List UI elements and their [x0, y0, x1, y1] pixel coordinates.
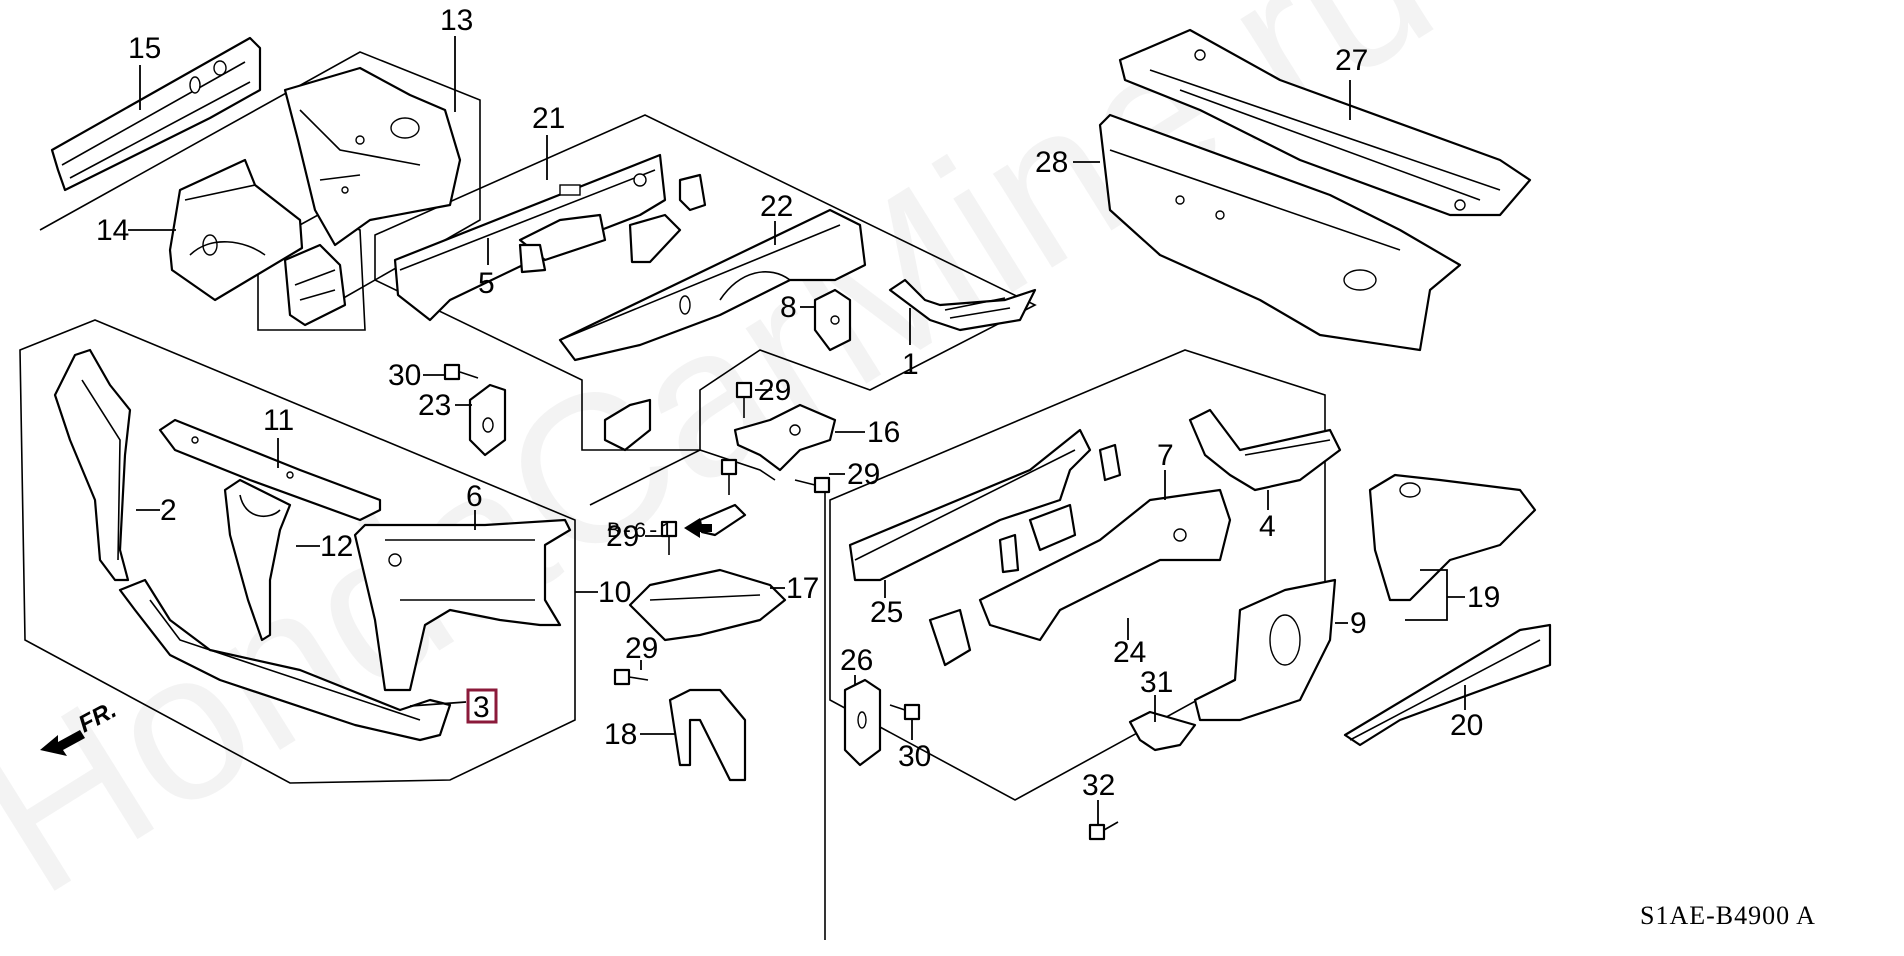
callout-29-upper[interactable]: 29: [758, 374, 791, 407]
front-direction-arrow-icon: [40, 730, 85, 756]
part-20-lower-rail[interactable]: [1343, 623, 1552, 747]
part-11-upper-crossmember[interactable]: [158, 418, 382, 522]
part-29-bolt-lower[interactable]: [613, 668, 649, 686]
drawing-code: S1AE-B4900 A: [1640, 901, 1816, 930]
callout-14[interactable]: 14: [96, 214, 129, 247]
callout-25[interactable]: 25: [870, 596, 903, 629]
callout-30-lower[interactable]: 30: [898, 740, 931, 773]
callout-3[interactable]: 3: [473, 691, 490, 724]
part-19-rear-extension[interactable]: [1368, 473, 1537, 602]
callout-18[interactable]: 18: [604, 718, 637, 751]
callout-15[interactable]: 15: [128, 32, 161, 65]
callout-26[interactable]: 26: [840, 644, 873, 677]
part-27-dashboard-upper[interactable]: [1118, 28, 1532, 217]
part-2-side-frame[interactable]: [53, 348, 132, 582]
callout-7[interactable]: 7: [1157, 439, 1174, 472]
callout-19[interactable]: 19: [1467, 581, 1500, 614]
part-31-stopper[interactable]: [1128, 710, 1197, 752]
part-9-wheelhouse[interactable]: [1193, 578, 1337, 722]
callout-3-highlight-box[interactable]: [466, 688, 498, 724]
callout-21[interactable]: 21: [532, 102, 565, 135]
part-29-bolt-left[interactable]: [660, 520, 678, 555]
part-28-dashboard-lower[interactable]: [1098, 113, 1462, 352]
callout-28[interactable]: 28: [1035, 146, 1068, 179]
part-24-small-brackets[interactable]: [928, 443, 1122, 667]
group-outline-10: [19, 319, 576, 784]
part-1-extension[interactable]: [888, 278, 1037, 332]
callout-23[interactable]: 23: [418, 389, 451, 422]
part-15-upper-rail[interactable]: [50, 36, 262, 192]
part-inset-bracket[interactable]: [283, 243, 347, 327]
part-16-bracket[interactable]: [733, 403, 837, 472]
part-30-bolt[interactable]: [443, 363, 479, 381]
callout-2[interactable]: 2: [160, 494, 177, 527]
callout-8[interactable]: 8: [780, 291, 797, 324]
cross-reference-arrow-icon: [684, 518, 712, 538]
part-13-damper-housing[interactable]: [283, 66, 462, 247]
part-29-bolt-center[interactable]: [720, 458, 738, 495]
callout-20[interactable]: 20: [1450, 709, 1483, 742]
part-inset-mount[interactable]: [603, 398, 652, 452]
part-25-rail[interactable]: [848, 428, 1092, 582]
part-26-plate[interactable]: [843, 678, 882, 767]
part-17-battery-tray[interactable]: [628, 568, 787, 642]
part-8-bracket[interactable]: [813, 288, 852, 352]
part-22-frame-rail[interactable]: [558, 208, 867, 362]
callout-29-left[interactable]: 29: [606, 520, 639, 553]
callout-17[interactable]: 17: [786, 572, 819, 605]
group-outline-21: [374, 114, 1037, 451]
part-6-10-radiator-support[interactable]: [353, 518, 572, 692]
part-21-brackets[interactable]: [518, 173, 707, 274]
part-18-bracket[interactable]: [668, 688, 747, 782]
callout-1[interactable]: 1: [902, 348, 919, 381]
callout-13[interactable]: 13: [440, 4, 473, 37]
callout-29-lower[interactable]: 29: [625, 632, 658, 665]
callout-22[interactable]: 22: [760, 190, 793, 223]
part-7-rail[interactable]: [978, 488, 1232, 642]
part-3-lower-crossmember[interactable]: [118, 578, 452, 742]
part-4-extension[interactable]: [1188, 408, 1342, 492]
part-29-bolt-upper[interactable]: [735, 381, 753, 418]
part-30-bolt-lower[interactable]: [889, 703, 921, 721]
callout-29-mid[interactable]: 29: [847, 458, 880, 491]
part-29-bolt-mid[interactable]: [794, 476, 831, 494]
callout-27[interactable]: 27: [1335, 44, 1368, 77]
callout-31[interactable]: 31: [1140, 666, 1173, 699]
callout-16[interactable]: 16: [867, 416, 900, 449]
callout-4[interactable]: 4: [1259, 510, 1276, 543]
callout-12[interactable]: 12: [320, 530, 353, 563]
part-32-bolt[interactable]: [1088, 821, 1119, 841]
callout-24[interactable]: 24: [1113, 636, 1146, 669]
part-14-wheelhouse[interactable]: [168, 158, 304, 302]
cross-reference-label[interactable]: B-6-1: [607, 519, 673, 544]
part-23-plate[interactable]: [468, 383, 507, 457]
callout-6[interactable]: 6: [466, 480, 483, 513]
group-outline-inset: [257, 214, 366, 331]
part-12-center-stay[interactable]: [223, 478, 292, 642]
callout-5[interactable]: 5: [478, 267, 495, 300]
leader-lines: [128, 36, 1466, 825]
callout-9[interactable]: 9: [1350, 607, 1367, 640]
callout-11[interactable]: 11: [263, 404, 294, 437]
callout-10[interactable]: 10: [598, 576, 631, 609]
callout-30-upper[interactable]: 30: [388, 359, 421, 392]
callout-32[interactable]: 32: [1082, 769, 1115, 802]
